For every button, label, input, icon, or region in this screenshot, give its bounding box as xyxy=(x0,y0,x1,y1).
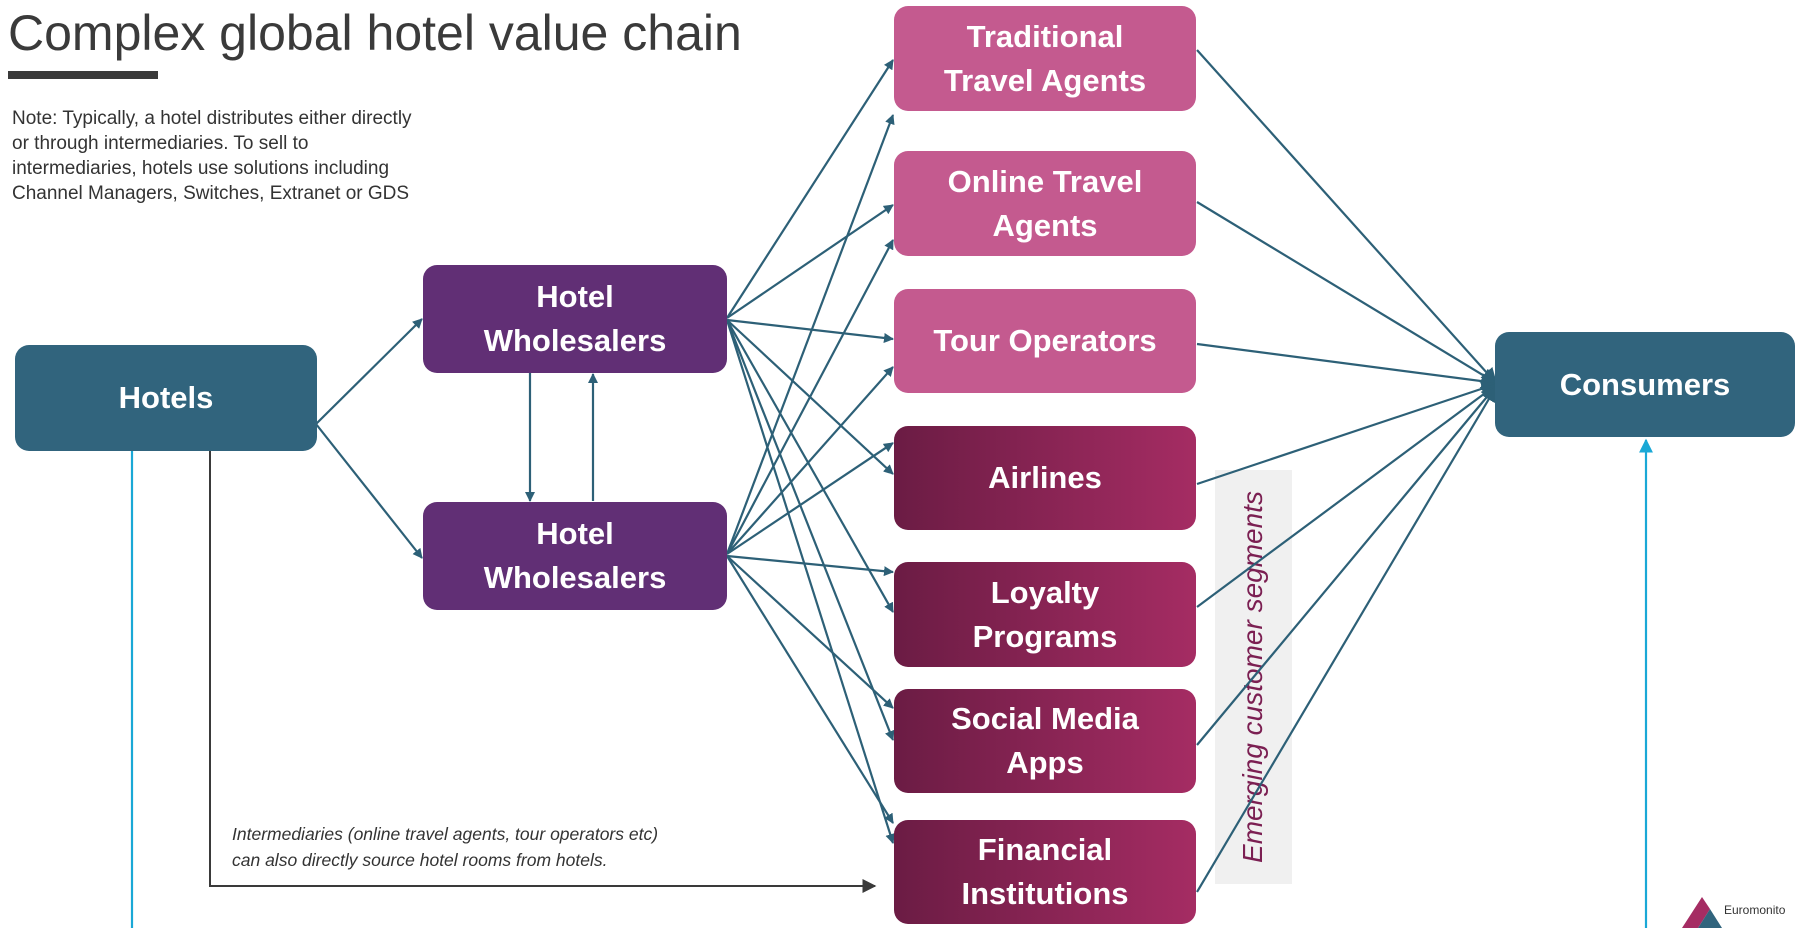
arrows-from-wholesaler-top xyxy=(725,59,896,844)
euromonitor-logo: Euromonito xyxy=(1680,895,1797,928)
caption-line: Intermediaries (online travel agents, to… xyxy=(232,824,659,844)
caption-line: can also directly source hotel rooms fro… xyxy=(232,850,608,870)
node-label-line: Financial xyxy=(977,832,1113,867)
node-label-line: Wholesalers xyxy=(483,560,667,595)
node-label-line: Apps xyxy=(1006,745,1084,780)
title-underline xyxy=(8,71,158,79)
node-label-line: Loyalty xyxy=(990,574,1100,610)
node-label-line: Institutions xyxy=(961,876,1129,911)
node-label-line: Travel Agents xyxy=(943,62,1147,98)
node-label-line: Traditional xyxy=(966,18,1124,54)
node-consumers: Consumers xyxy=(1495,332,1795,437)
node-label-line: Agents xyxy=(992,207,1098,243)
node-hotels-label: Hotels xyxy=(118,380,214,415)
node-tour-operators-label: Tour Operators xyxy=(933,323,1157,358)
node-tour-operators: Tour Operators xyxy=(894,289,1196,393)
node-label-line: Hotel xyxy=(536,279,614,314)
node-consumers-label: Consumers xyxy=(1559,366,1731,402)
arrow-hotels-to-wholesaler-top xyxy=(315,318,423,425)
node-hotels: Hotels xyxy=(15,345,317,451)
logo-text: Euromonito xyxy=(1724,903,1786,917)
arrow-hotels-to-wholesaler-bottom xyxy=(315,423,423,559)
direct-sourcing-arrow xyxy=(209,451,877,893)
page-title: Complex global hotel value chain xyxy=(8,5,742,61)
node-label-line: Hotel xyxy=(536,516,614,551)
note-text: Note: Typically, a hotel distributes eit… xyxy=(12,108,412,204)
node-label-line: Social Media xyxy=(951,701,1139,736)
node-label-line: Wholesalers xyxy=(483,323,667,358)
direct-sourcing-caption: Intermediaries (online travel agents, to… xyxy=(232,821,792,873)
arrows-from-wholesaler-bottom xyxy=(725,114,895,824)
node-label-line: Programs xyxy=(972,618,1118,654)
node-airlines-label: Airlines xyxy=(988,460,1102,495)
arrows-to-consumers xyxy=(1196,49,1498,893)
node-label-line: Online Travel xyxy=(947,163,1143,199)
logo-triangle-icon xyxy=(1682,897,1722,928)
node-airlines: Airlines xyxy=(894,426,1196,530)
